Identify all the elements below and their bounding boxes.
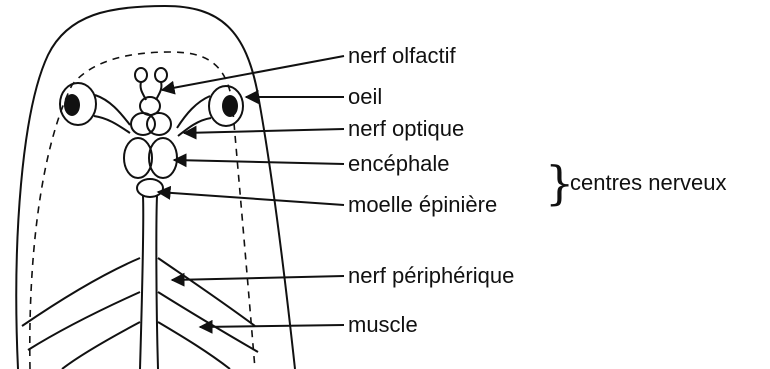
pointer-muscle (200, 325, 344, 327)
pointer-peripheral-nerve (172, 276, 344, 280)
olfactory-lobes (135, 68, 167, 115)
right-eye (177, 86, 243, 136)
label-eye: oeil (348, 86, 382, 108)
head-outline (16, 6, 295, 369)
spinal-cord (140, 196, 158, 369)
pointer-brain (174, 160, 344, 164)
pointer-spinal-cord (158, 192, 344, 205)
label-spinal-cord: moelle épinière (348, 194, 497, 216)
pointer-olfactory-nerve (162, 56, 344, 90)
left-eye (60, 83, 130, 133)
pointer-lines (158, 56, 344, 327)
label-peripheral-nerve: nerf périphérique (348, 265, 514, 287)
label-brain: encéphale (348, 153, 450, 175)
label-optic-nerve: nerf optique (348, 118, 464, 140)
label-nerve-centers: centres nerveux (570, 172, 727, 194)
label-muscle: muscle (348, 314, 418, 336)
brain (124, 113, 177, 197)
label-olfactory-nerve: nerf olfactif (348, 45, 456, 67)
